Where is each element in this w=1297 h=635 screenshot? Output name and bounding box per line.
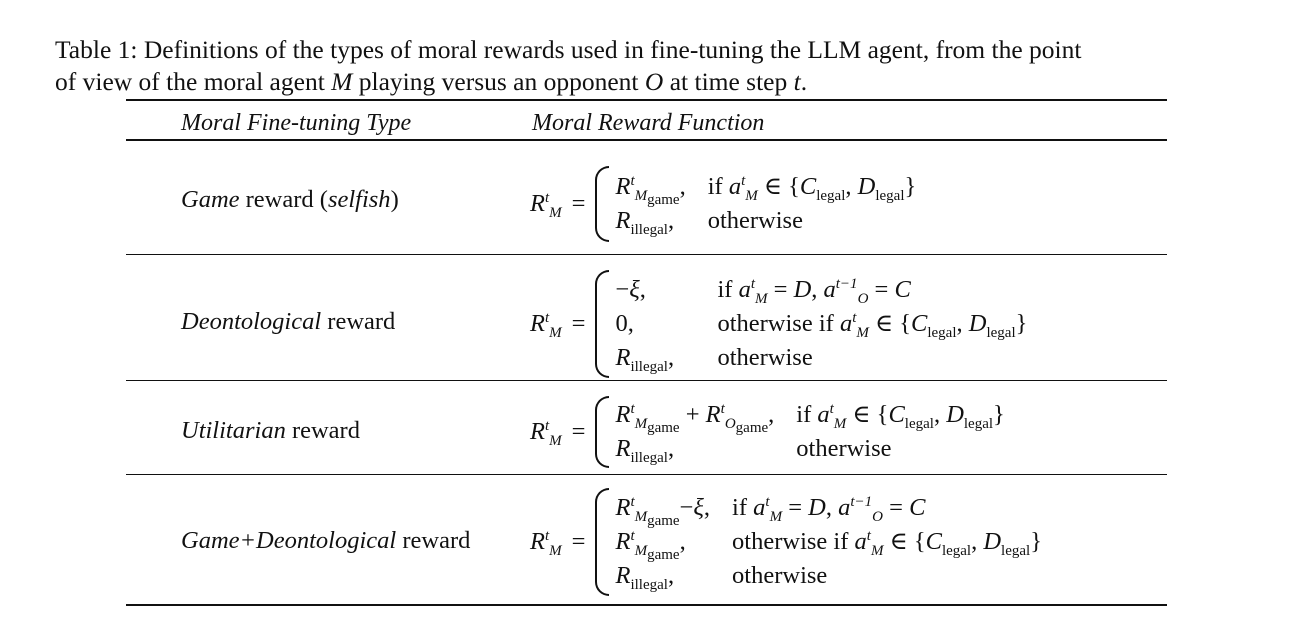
caption-symbol-t: t (793, 67, 801, 96)
case-condition: otherwise if atM ∈ {Clegal, Dlegal} (717, 309, 1028, 341)
caption-line-2: of view of the moral agent M playing ver… (55, 66, 1255, 98)
case-condition: otherwise (707, 207, 803, 234)
left-brace (595, 396, 610, 468)
row-label-game: Game reward (selfish) (181, 186, 399, 214)
label-italic: Deontological (181, 308, 322, 335)
cases: RtMgame−ξ, if atM = D, at−1O = C RtMgame… (615, 491, 1042, 593)
formula-utilitarian: RtM= RtMgame + RtOgame, if atM ∈ {Clegal… (530, 396, 1005, 468)
case-condition: if atM ∈ {Clegal, Dlegal} (707, 172, 917, 204)
label-italic: Utilitarian (181, 417, 286, 444)
formula-lhs: RtM= (530, 189, 586, 221)
caption-symbol-o: O (644, 67, 664, 96)
formula-game-deontological: RtM= RtMgame−ξ, if atM = D, at−1O = C Rt… (530, 488, 1042, 596)
case-condition: otherwise (796, 435, 892, 462)
case-value: −ξ, (615, 276, 646, 303)
column-header-function: Moral Reward Function (532, 110, 765, 136)
row-divider (126, 254, 1167, 255)
case-condition: otherwise if atM ∈ {Clegal, Dlegal} (732, 527, 1042, 559)
formula-lhs: RtM= (530, 309, 586, 341)
label-italic: selfish (327, 186, 391, 213)
cases: RtMgame, if atM ∈ {Clegal, Dlegal} Rille… (615, 170, 916, 238)
left-brace (595, 270, 610, 378)
case-value: Rillegal, (615, 435, 675, 466)
label-text: ) (390, 186, 399, 213)
caption-line-1: Table 1: Definitions of the types of mor… (55, 35, 1082, 64)
cases: −ξ, if atM = D, at−1O = C 0, otherwise i… (615, 273, 1027, 375)
column-header-type: Moral Fine-tuning Type (181, 110, 412, 136)
row-label-utilitarian: Utilitarian reward (181, 417, 360, 445)
formula-deontological: RtM= −ξ, if atM = D, at−1O = C 0, otherw… (530, 270, 1027, 378)
case-condition: if atM ∈ {Clegal, Dlegal} (796, 400, 1005, 432)
case-value: RtMgame, (615, 527, 686, 563)
label-text: reward (396, 527, 471, 554)
case-value: Rillegal, (615, 562, 675, 593)
header-rule (126, 139, 1167, 141)
row-label-game-deontological: Game+Deontological reward (181, 527, 470, 555)
case-condition: if atM = D, at−1O = C (732, 493, 926, 525)
case-value: RtMgame, (615, 172, 686, 208)
case-value: Rillegal, (615, 344, 675, 375)
bottom-rule (126, 604, 1167, 606)
caption-text: playing versus an opponent (352, 67, 645, 96)
case-value: 0, (615, 310, 634, 337)
case-value: RtMgame + RtOgame, (615, 400, 775, 436)
label-text: reward (285, 417, 360, 444)
case-value: Rillegal, (615, 207, 675, 238)
formula-lhs: RtM= (530, 527, 586, 559)
top-rule (126, 99, 1167, 101)
case-condition: if atM = D, at−1O = C (717, 275, 911, 307)
label-text: reward (321, 308, 396, 335)
formula-game: RtM= RtMgame, if atM ∈ {Clegal, Dlegal} … (530, 166, 916, 242)
label-text: reward ( (239, 186, 328, 213)
case-condition: otherwise (717, 344, 813, 371)
caption-text: . (800, 67, 808, 96)
caption-symbol-m: M (331, 67, 353, 96)
row-divider (126, 380, 1167, 381)
case-value: RtMgame−ξ, (615, 493, 711, 529)
table-caption: Table 1: Definitions of the types of mor… (55, 34, 1255, 98)
left-brace (595, 166, 610, 242)
cases: RtMgame + RtOgame, if atM ∈ {Clegal, Dle… (615, 398, 1004, 466)
left-brace (595, 488, 610, 596)
label-italic: Game (181, 186, 240, 213)
row-label-deontological: Deontological reward (181, 308, 395, 336)
label-italic: Game+Deontological (181, 527, 397, 554)
caption-text: of view of the moral agent (55, 67, 332, 96)
formula-lhs: RtM= (530, 417, 586, 449)
caption-text: at time step (663, 67, 794, 96)
row-divider (126, 474, 1167, 475)
case-condition: otherwise (732, 562, 828, 589)
